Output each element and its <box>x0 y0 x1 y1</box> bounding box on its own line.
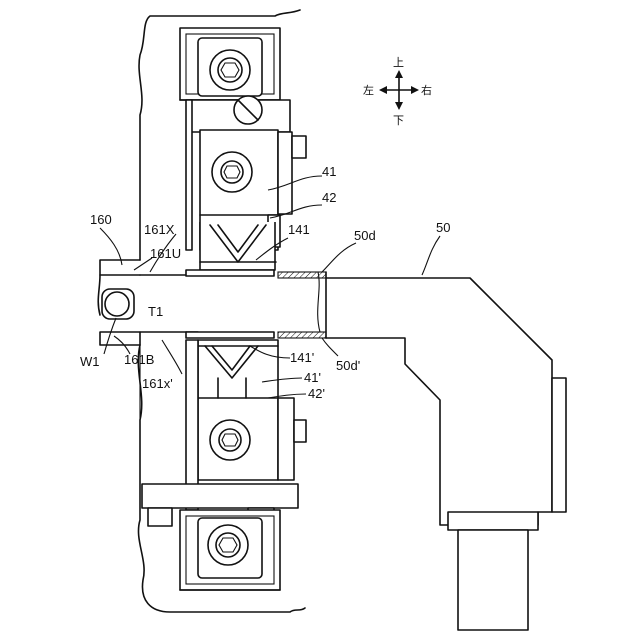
label-42-prime: 42' <box>308 386 325 401</box>
label-161u: 161U <box>150 246 181 261</box>
workpiece-w1 <box>102 289 134 319</box>
label-50: 50 <box>436 220 450 235</box>
label-t1: T1 <box>148 304 163 319</box>
direction-compass: 上 下 左 右 <box>363 56 432 127</box>
label-41-prime: 41' <box>304 370 321 385</box>
label-50d-prime: 50d' <box>336 358 360 373</box>
compass-up-label: 上 <box>393 56 404 69</box>
label-50d: 50d <box>354 228 376 243</box>
compass-right-label: 右 <box>421 83 432 97</box>
label-41: 41 <box>322 164 336 179</box>
label-141: 141 <box>288 222 310 237</box>
compass-left-label: 左 <box>363 84 374 97</box>
label-161x: 161X <box>144 222 175 237</box>
guide-channel <box>186 270 326 338</box>
label-161x-prime: 161x' <box>142 376 173 391</box>
compass-down-label: 下 <box>393 114 404 127</box>
arm-50 <box>326 278 566 630</box>
label-42: 42 <box>322 190 336 205</box>
label-141-prime: 141' <box>290 350 314 365</box>
label-w1: W1 <box>80 354 100 369</box>
label-160: 160 <box>90 212 112 227</box>
label-161b: 161B <box>124 352 154 367</box>
